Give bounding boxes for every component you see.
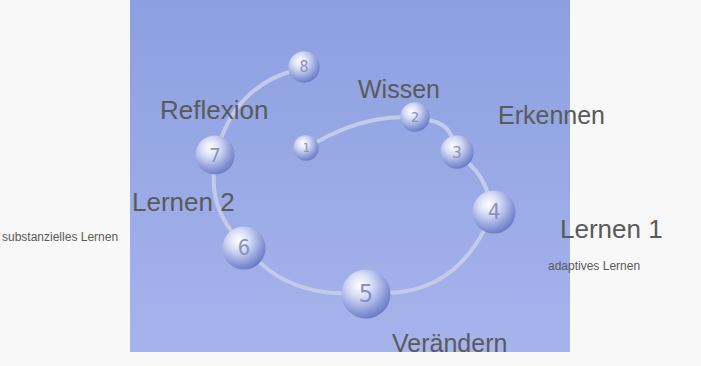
step-number: 3: [440, 135, 474, 169]
sphere-node: 8: [288, 51, 320, 83]
sphere-node: 3: [440, 135, 474, 169]
step-number: 8: [288, 51, 320, 83]
spiral-segment: [391, 231, 484, 292]
stage-label: Wissen: [358, 76, 440, 104]
sub-label: adaptives Lernen: [548, 260, 640, 273]
sub-label: substanzielles Lernen: [2, 231, 118, 244]
sphere-node: 1: [293, 135, 319, 161]
spiral-segment: [260, 263, 341, 293]
step-number: 2: [400, 102, 430, 132]
sphere-node: 5: [341, 269, 391, 319]
step-number: 5: [341, 269, 391, 319]
spiral-segment: [469, 164, 487, 191]
stage-label: Lernen 1: [560, 215, 663, 244]
spiral-segment: [317, 117, 400, 141]
sphere-node: 7: [195, 135, 235, 175]
sphere-node: 6: [222, 226, 266, 270]
step-number: 1: [293, 135, 319, 161]
stage-label: Verändern: [392, 330, 507, 358]
sphere-node: 2: [400, 102, 430, 132]
step-number: 4: [472, 190, 516, 234]
step-number: 6: [222, 226, 266, 270]
spiral-segment: [430, 120, 452, 136]
stage-label: Lernen 2: [132, 188, 235, 217]
stage-label: Reflexion: [160, 96, 268, 125]
stage-label: Erkennen: [498, 102, 605, 130]
sphere-node: 4: [472, 190, 516, 234]
step-number: 7: [195, 135, 235, 175]
